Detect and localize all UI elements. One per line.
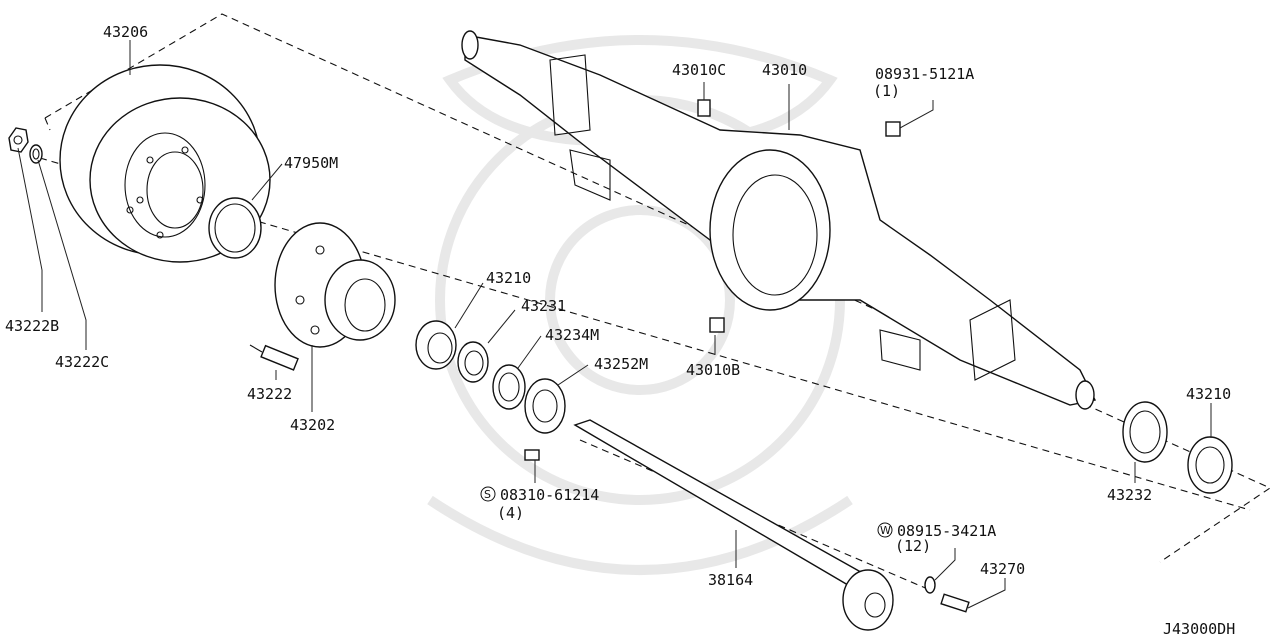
symbol-s-icon: S bbox=[480, 486, 496, 502]
plate-43234m[interactable] bbox=[492, 364, 526, 410]
label-43202[interactable]: 43202 bbox=[290, 416, 335, 434]
seal-ring-47950m[interactable] bbox=[208, 197, 262, 259]
label-43010[interactable]: 43010 bbox=[762, 61, 807, 79]
axle-shaft[interactable] bbox=[573, 419, 894, 631]
label-43270[interactable]: 43270 bbox=[980, 560, 1025, 578]
bearing-left[interactable] bbox=[415, 320, 457, 370]
label-43231[interactable]: 43231 bbox=[521, 297, 566, 315]
bolt-08310[interactable] bbox=[524, 449, 540, 461]
label-43222c[interactable]: 43222C bbox=[55, 353, 109, 371]
label-43010c[interactable]: 43010C bbox=[672, 61, 726, 79]
bolt-43270[interactable] bbox=[940, 593, 970, 613]
label-38164[interactable]: 38164 bbox=[708, 571, 753, 589]
hub-bolt[interactable] bbox=[249, 344, 299, 371]
oil-seal-43232[interactable] bbox=[1122, 401, 1168, 463]
bearing-right[interactable] bbox=[1187, 436, 1233, 494]
label-43252m[interactable]: 43252M bbox=[594, 355, 648, 373]
symbol-w-text: W bbox=[880, 524, 891, 537]
label-43222[interactable]: 43222 bbox=[247, 385, 292, 403]
oil-seal-43252m[interactable] bbox=[524, 378, 566, 434]
label-47950m[interactable]: 47950M bbox=[284, 154, 338, 172]
label-08310[interactable]: 08310-61214 bbox=[500, 486, 599, 504]
plug-08931[interactable] bbox=[885, 121, 901, 137]
breather-43010c[interactable] bbox=[697, 99, 711, 117]
label-08310-qty: (4) bbox=[497, 504, 524, 522]
leader-lines bbox=[17, 40, 1212, 609]
label-08915-qty: (12) bbox=[895, 537, 931, 555]
label-43210-left[interactable]: 43210 bbox=[486, 269, 531, 287]
part-labels: 43206 47950M 43222B 43222C 43222 43202 4… bbox=[5, 23, 1235, 637]
wheel-nut[interactable] bbox=[8, 127, 29, 153]
label-08931-qty: (1) bbox=[873, 82, 900, 100]
label-43210-right[interactable]: 43210 bbox=[1186, 385, 1231, 403]
label-43222b[interactable]: 43222B bbox=[5, 317, 59, 335]
diagram-code: J43000DH bbox=[1163, 620, 1235, 637]
label-08931[interactable]: 08931-5121A bbox=[875, 65, 974, 83]
label-43010b[interactable]: 43010B bbox=[686, 361, 740, 379]
washer-08915[interactable] bbox=[924, 576, 936, 594]
spacer-43231[interactable] bbox=[457, 341, 489, 383]
wheel-hub[interactable] bbox=[274, 222, 396, 348]
symbol-w-icon: W bbox=[877, 522, 893, 538]
label-43206[interactable]: 43206 bbox=[103, 23, 148, 41]
label-43232[interactable]: 43232 bbox=[1107, 486, 1152, 504]
label-43234m[interactable]: 43234M bbox=[545, 326, 599, 344]
symbol-s-text: S bbox=[484, 488, 491, 501]
axle-housing[interactable] bbox=[461, 30, 1097, 410]
label-08915[interactable]: 08915-3421A bbox=[897, 522, 996, 540]
plug-43010b[interactable] bbox=[709, 317, 725, 333]
washer[interactable] bbox=[29, 144, 43, 164]
